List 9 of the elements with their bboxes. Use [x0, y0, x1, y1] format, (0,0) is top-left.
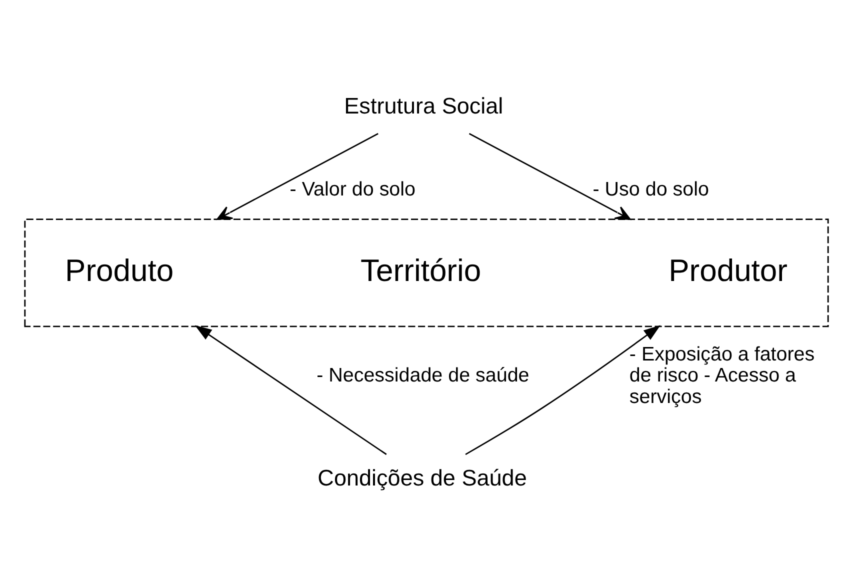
edge-label: - Uso do solo: [592, 178, 709, 201]
node-text: Produtor: [668, 252, 788, 288]
edge-label: - Valor do solo: [290, 178, 416, 201]
edge-label: - Necessidade de saúde: [316, 364, 530, 387]
node-text: Condições de Saúde: [318, 465, 527, 490]
node-text: Estrutura Social: [344, 93, 504, 118]
node-text: Território: [360, 252, 482, 288]
edge-label: - Exposição a fatores de risco - Acesso a serviços: [629, 344, 815, 408]
node-text: Produto: [65, 252, 174, 288]
